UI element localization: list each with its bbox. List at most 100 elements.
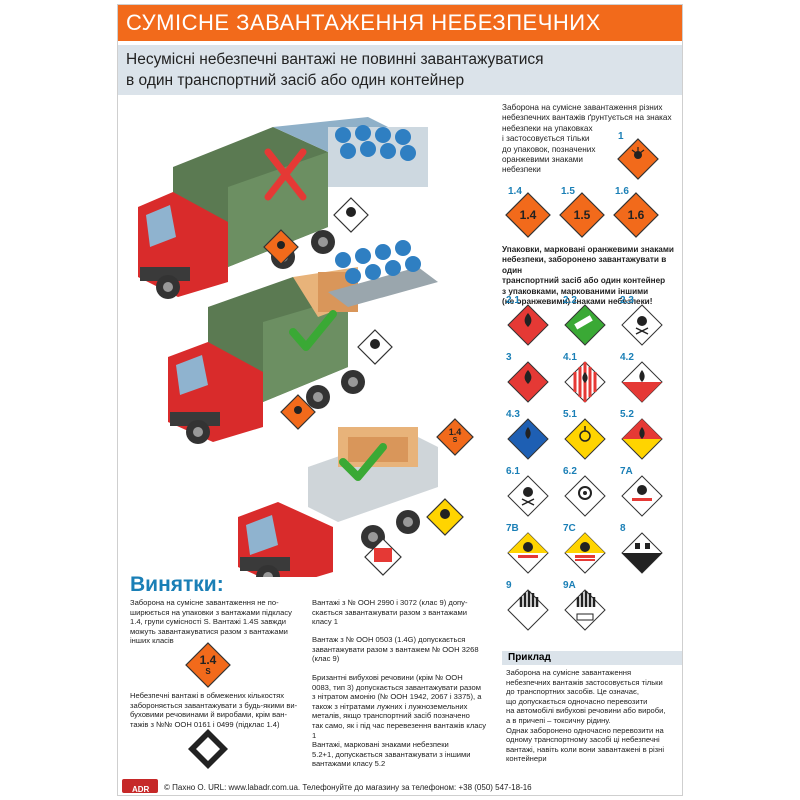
hazard-label-code: 4.1 xyxy=(563,352,577,363)
orange-note-line: небезпеки, заборонено завантажувати в од… xyxy=(502,255,667,275)
hazard-label-4-2-icon xyxy=(621,361,663,403)
exception-item-1: Заборона на сумісне завантаження не по- … xyxy=(130,598,305,646)
subtitle-line-2: в один транспортний засіб або один конте… xyxy=(126,72,465,89)
subtitle-line-1: Несумісні небезпечні вантажі не повинні … xyxy=(126,51,544,68)
exception-item-3: Вантажі з № ООН 2990 і 3072 (клас 9) доп… xyxy=(312,598,492,627)
exception-line: можуть завантажуватися разом з вантажами xyxy=(130,626,288,636)
hazard-label-code: 9A xyxy=(563,580,576,591)
exception-line: Небезпечні вантажі в обмежених кількостя… xyxy=(130,691,285,700)
explosive-1-6-label-icon xyxy=(613,192,659,238)
adr-logo-text: ADR xyxy=(132,785,150,794)
exception-label-letter: S xyxy=(205,667,211,676)
explosive-1-4s-label-icon xyxy=(185,642,231,688)
right-intro: Заборона на сумісне завантаження різних … xyxy=(502,103,677,176)
page-title: СУМІСНЕ ЗАВАНТАЖЕННЯ НЕБЕЗПЕЧНИХ ВАНТАЖІ… xyxy=(118,5,682,71)
example-line: що допускається одночасно перевозити xyxy=(506,696,648,706)
hazard-label-3-icon xyxy=(507,361,549,403)
intro-line: і застосовується тільки xyxy=(502,134,590,144)
exception-line: тажів з №№ ООН 0161 і 0499 (підклас 1.4) xyxy=(130,719,280,729)
hazard-label-code: 9 xyxy=(506,580,512,591)
exceptions-title: Винятки: xyxy=(130,573,224,596)
intro-line: небезпеки на упаковках xyxy=(502,123,593,133)
exception-line: вантажами класу 5.2 xyxy=(312,759,386,769)
exception-line: Бризантні вибухові речовини (крім № ООН xyxy=(312,673,463,682)
orange-note: Упаковки, марковані оранжевими знаками н… xyxy=(502,245,680,307)
example-line: а в причепі – токсичну рідину. xyxy=(506,715,611,725)
hazard-label-7A-icon xyxy=(621,475,663,517)
example-line: одному транспортному засобі ці небезпечн… xyxy=(506,735,660,745)
exception-line: так само, як і під час перевезення ванта… xyxy=(312,720,487,740)
hazard-label-7B-icon xyxy=(507,532,549,574)
hazard-label-code: 7C xyxy=(563,523,576,534)
example-line: небезпечних вантажів застосовується тіль… xyxy=(506,677,663,687)
hazard-label-code: 3 xyxy=(506,352,512,363)
exception-line: буховими речовинами й виробами, крім ван… xyxy=(130,710,288,720)
hazard-label-code: 2.3 xyxy=(620,295,634,306)
footer-text: © Пахно О. URL: www.labadr.com.ua. Телеф… xyxy=(164,783,532,792)
example-line: на автомобілі вибухові речовини або виро… xyxy=(506,706,666,716)
exception-line: Заборона на сумісне завантаження не по- xyxy=(130,598,279,607)
exception-line: ширюється на упаковки з вантажами підкла… xyxy=(130,607,292,617)
exception-line: (клас 9) xyxy=(312,654,340,664)
hazard-label-6-2-icon xyxy=(564,475,606,517)
subtitle-box: Несумісні небезпечні вантажі не повинні … xyxy=(118,45,682,95)
orange-label-number: 1.5 xyxy=(573,208,591,222)
truck-3 xyxy=(238,418,474,577)
orange-note-line: (не оранжевими) знаками небезпеки! xyxy=(502,297,653,307)
limited-quantity-label-icon xyxy=(188,729,228,769)
orange-note-line: транспортний засіб або один контейнер xyxy=(502,276,666,286)
exception-label-number: 1.4 xyxy=(199,653,217,667)
hazard-label-code: 5.2 xyxy=(620,409,634,420)
example-title: Приклад xyxy=(502,651,682,665)
hazard-label-code: 5.1 xyxy=(563,409,577,420)
exception-line: інших класів xyxy=(130,636,174,646)
adr-logo: ADR xyxy=(122,779,158,794)
orange-label-code: 1.6 xyxy=(615,186,629,197)
hazard-label-2-2-icon xyxy=(564,304,606,346)
hazard-label-code: 2.2 xyxy=(563,295,577,306)
hazard-label-code: 4.2 xyxy=(620,352,634,363)
truck-1 xyxy=(138,117,428,299)
hazard-label-code: 6.1 xyxy=(506,466,520,477)
exception-item-5: Бризантні вибухові речовини (крім № ООН … xyxy=(312,673,492,740)
hazard-label-2-1-icon xyxy=(507,304,549,346)
orange-note-line: з упаковками, маркованими іншими xyxy=(502,286,649,296)
truck-label-number: 1.4 xyxy=(448,427,462,437)
exception-line: з нітратом амонію (№ ООН 1942, 2067 і 33… xyxy=(312,692,482,702)
orange-label-code: 1.5 xyxy=(561,186,575,197)
exception-item-6: Вантажі, марковані знаками небезпеки 5.2… xyxy=(312,740,492,769)
hazard-label-code: 7A xyxy=(620,466,633,477)
exception-line: Вантаж з № ООН 0503 (1.4G) допускається xyxy=(312,635,466,644)
exception-line: завантажувати разом з вантажем № ООН 326… xyxy=(312,644,479,654)
truck-label-letter: S xyxy=(452,437,458,444)
orange-label-number: 1.4 xyxy=(519,208,537,222)
hazard-label-code: 2.1 xyxy=(506,295,520,306)
explosive-1-4-label-icon xyxy=(505,192,551,238)
exception-line: забороняється завантажувати з будь-якими… xyxy=(130,700,298,710)
exception-line: класу 1 xyxy=(312,617,338,627)
intro-line: Заборона на сумісне завантаження різних xyxy=(502,103,663,112)
exception-line: 0083, тип 3) допускається завантажувати … xyxy=(312,682,481,692)
exception-line: Вантажі, марковані знаками небезпеки xyxy=(312,740,449,749)
example-line: до транспортних засобів. Це означає, xyxy=(506,687,639,697)
truck-2 xyxy=(168,240,438,444)
hazard-label-5-2-icon xyxy=(621,418,663,460)
orange-label-code: 1.4 xyxy=(508,186,522,197)
hazard-label-code: 4.3 xyxy=(506,409,520,420)
hazard-label-6-1-icon xyxy=(507,475,549,517)
exception-line: скається завантажувати разом з вантажами xyxy=(312,607,467,617)
example-line: Однак заборонено одночасно перевозити на xyxy=(506,725,664,735)
exception-item-2: Небезпечні вантажі в обмежених кількостя… xyxy=(130,691,305,729)
explosive-1-5-label-icon xyxy=(559,192,605,238)
explosive-1-label-icon xyxy=(617,138,659,180)
intro-line: небезпеки xyxy=(502,165,541,175)
orange-label-code: 1 xyxy=(618,131,624,142)
intro-line: оранжевими знаками xyxy=(502,155,583,165)
example-body: Заборона на сумісне завантаження небезпе… xyxy=(506,668,682,764)
hazard-label-7C-icon xyxy=(564,532,606,574)
truck-illustrations xyxy=(138,117,474,577)
hazard-label-8-icon xyxy=(621,532,663,574)
intro-line: до упаковок, позначених xyxy=(502,144,596,154)
hazard-label-9-icon xyxy=(507,589,549,631)
orange-label-number: 1.6 xyxy=(627,208,645,222)
